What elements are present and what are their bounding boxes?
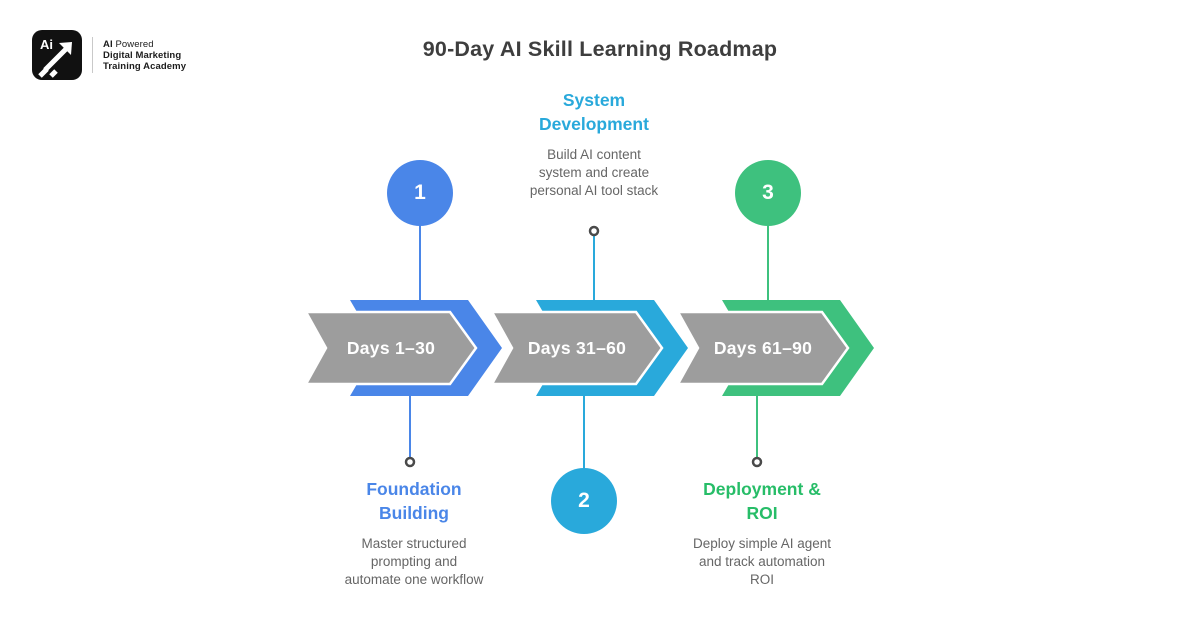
stage2-description: Build AI content system and create perso…	[529, 147, 659, 198]
stage2-range-label: Days 31–60	[527, 338, 627, 358]
brand-line2: Digital Marketing	[103, 49, 182, 61]
stage1-text-block: Foundation Building Master structured pr…	[324, 477, 504, 589]
brand-name: AI Powered Digital Marketing Training Ac…	[103, 39, 186, 72]
stage3-number-circle: 3	[735, 160, 801, 226]
stage1-end-dot	[404, 456, 416, 468]
stage2-text-block: System Development Build AI content syst…	[504, 88, 684, 200]
stage1-range-label: Days 1–30	[346, 338, 436, 358]
brand-line1: AI Powered	[103, 38, 154, 50]
brand-line3: Training Academy	[103, 60, 187, 72]
stage1-number-circle: 1	[387, 160, 453, 226]
stage2-end-dot	[588, 225, 600, 237]
brand-divider	[92, 37, 93, 73]
stage3-description: Deploy simple AI agent and track automat…	[692, 536, 832, 587]
logo-ai-text: Ai	[40, 37, 53, 52]
stage2-number-circle: 2	[551, 468, 617, 534]
stage2-gray-arrow	[489, 310, 664, 386]
stage2-number: 2	[578, 489, 590, 512]
stage1-gray-arrow	[303, 310, 478, 386]
stage3-range-label: Days 61–90	[713, 338, 813, 358]
stage1-title: Foundation Building	[366, 479, 462, 523]
stage3-gray-arrow	[675, 310, 850, 386]
stage2-title: System Development	[539, 90, 649, 134]
brand-logo-block: Ai AI Powered Digital Marketing Training…	[32, 30, 186, 80]
stage1-number: 1	[414, 181, 426, 204]
ai-arrow-logo-icon: Ai	[32, 30, 82, 80]
stage3-end-dot	[751, 456, 763, 468]
stage1-description: Master structured prompting and automate…	[344, 536, 484, 587]
stage3-title: Deployment & ROI	[703, 479, 821, 523]
page-title: 90-Day AI Skill Learning Roadmap	[422, 37, 778, 61]
stage3-number: 3	[762, 181, 774, 204]
stage3-text-block: Deployment & ROI Deploy simple AI agent …	[672, 477, 852, 589]
